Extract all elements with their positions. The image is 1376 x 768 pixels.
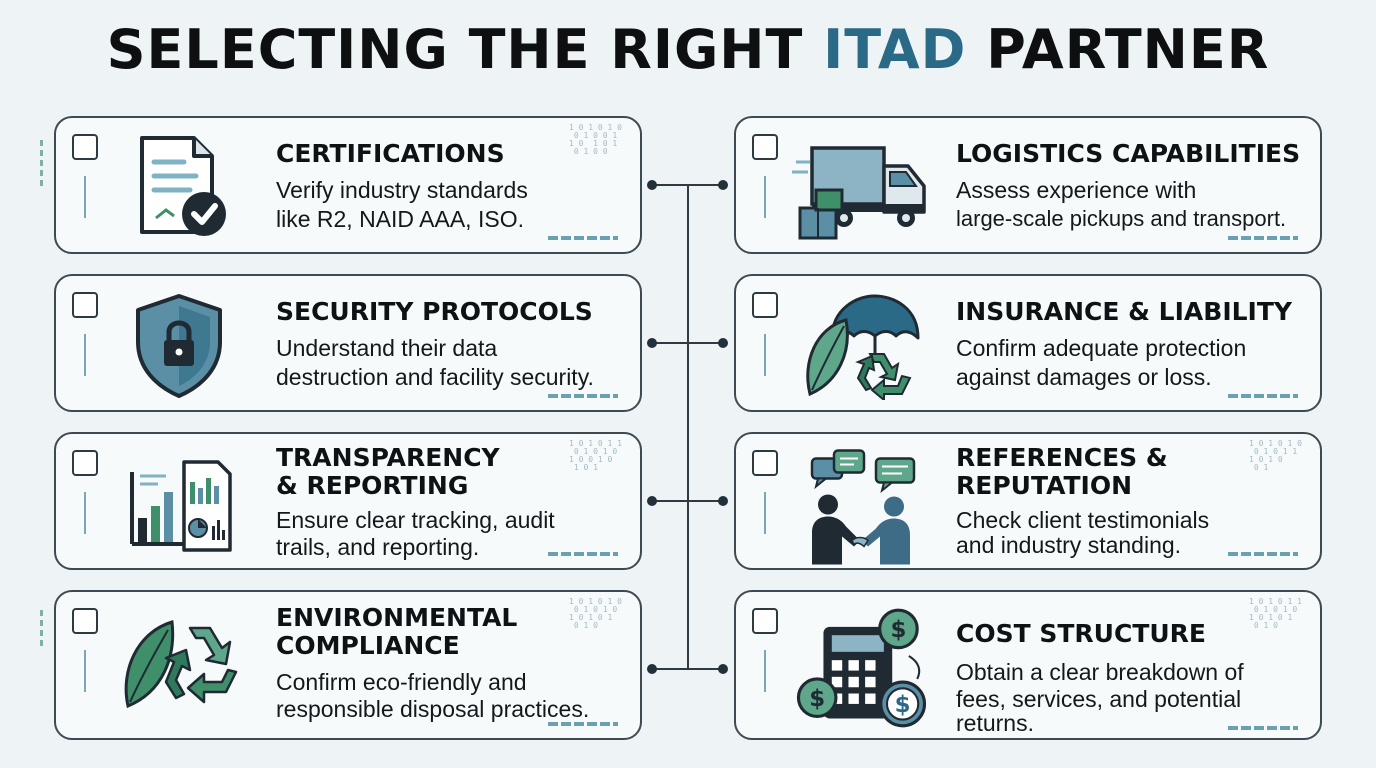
document-check-icon: [140, 136, 226, 236]
card-references-reputation: 1 0 1 0 1 0 0 1 0 1 1 1 0 1 0 0 1 REFERE…: [734, 432, 1322, 570]
dash-decoration: [548, 236, 618, 240]
connector-dot: [718, 664, 728, 674]
connector-h1: [656, 184, 722, 186]
card-accent-bar: [84, 334, 86, 376]
card-title-line2: COMPLIANCE: [276, 631, 460, 660]
binary-decoration: 1 0 1 0 1 1 0 1 0 1 0 1 0 1 0 1 0 1 0: [1249, 597, 1302, 630]
card-accent-bar: [84, 492, 86, 534]
card-accent-bar: [84, 650, 86, 692]
card-title-line2: REPUTATION: [956, 471, 1133, 500]
page-title: SELECTING THE RIGHT ITAD PARTNER: [0, 18, 1376, 81]
connector-dot: [718, 338, 728, 348]
card-desc-line1: Verify industry standards: [276, 177, 528, 203]
card-title-line1: REFERENCES &: [956, 443, 1168, 472]
card-title-line2: & REPORTING: [276, 471, 469, 500]
card-desc-line2: and industry standing.: [956, 532, 1182, 558]
connector-h4: [656, 668, 722, 670]
card-accent-bar: [84, 176, 86, 218]
card-desc-line1: Understand their data: [276, 335, 498, 361]
connector-dot: [647, 180, 657, 190]
card-desc-line2: against damages or loss.: [956, 364, 1212, 390]
svg-text:$: $: [809, 686, 825, 712]
card-desc-line1: Confirm adequate protection: [956, 335, 1247, 361]
card-desc-line1: Ensure clear tracking, audit: [276, 507, 555, 533]
card-security-protocols: SECURITY PROTOCOLS Understand their data…: [54, 274, 642, 412]
umbrella-leaf-icon: [806, 294, 920, 400]
card-desc-line2: destruction and facility security.: [276, 364, 594, 390]
connector-dot: [647, 496, 657, 506]
dash-decoration: [548, 394, 618, 398]
dash-decoration: [548, 552, 618, 556]
card-insurance-liability: INSURANCE & LIABILITY Confirm adequate p…: [734, 274, 1322, 412]
binary-decoration: 1 0 1 0 1 0 0 1 0 0 1 1 0 1 0 1 0 1 0 0: [569, 123, 622, 156]
card-logistics-capabilities: LOGISTICS CAPABILITIES Assess experience…: [734, 116, 1322, 254]
card-title: COST STRUCTURE: [956, 619, 1206, 648]
card-title: LOGISTICS CAPABILITIES: [956, 139, 1301, 168]
card-title: INSURANCE & LIABILITY: [956, 297, 1293, 326]
card-desc-line1: Obtain a clear breakdown of: [956, 659, 1244, 685]
card-certifications: 1 0 1 0 1 0 0 1 0 0 1 1 0 1 0 1 0 1 0 0 …: [54, 116, 642, 254]
card-desc-line1: Confirm eco-friendly and: [276, 669, 527, 695]
checkbox-insurance-liability[interactable]: [752, 292, 778, 318]
card-desc-line2: responsible disposal practices.: [276, 696, 590, 722]
truck-icon: [792, 146, 926, 240]
calculator-coins-icon: $ $ $: [796, 608, 927, 728]
checkbox-security-protocols[interactable]: [72, 292, 98, 318]
card-title-line1: TRANSPARENCY: [276, 443, 500, 472]
dash-decoration: [1228, 394, 1298, 398]
dash-decoration: [1228, 552, 1298, 556]
connector-h3: [656, 500, 722, 502]
svg-text:$: $: [895, 692, 911, 718]
shield-lock-icon: [136, 294, 222, 398]
card-desc-line1: Check client testimonials: [956, 507, 1210, 533]
card-transparency-reporting: 1 0 1 0 1 1 0 1 0 1 0 1 0 0 1 0 1 0 1 TR…: [54, 432, 642, 570]
connector-dot: [718, 496, 728, 506]
dash-decoration: [1228, 726, 1298, 730]
card-title: SECURITY PROTOCOLS: [276, 297, 593, 326]
side-decoration-left-2: [40, 610, 43, 650]
card-desc-line2: trails, and reporting.: [276, 534, 480, 560]
card-title-line1: ENVIRONMENTAL: [276, 603, 518, 632]
card-accent-bar: [764, 334, 766, 376]
connector-dot: [718, 180, 728, 190]
leaf-recycle-icon: [124, 620, 238, 709]
card-cost-structure: 1 0 1 0 1 1 0 1 0 1 0 1 0 1 0 1 0 1 0 $ …: [734, 590, 1322, 740]
checkbox-transparency-reporting[interactable]: [72, 450, 98, 476]
title-text-2: PARTNER: [966, 18, 1270, 81]
binary-decoration: 1 0 1 0 1 0 0 1 0 1 1 1 0 1 0 0 1: [1249, 439, 1302, 472]
svg-text:$: $: [890, 617, 906, 643]
card-accent-bar: [764, 650, 766, 692]
checkbox-certifications[interactable]: [72, 134, 98, 160]
binary-decoration: 1 0 1 0 1 1 0 1 0 1 0 1 0 0 1 0 1 0 1: [569, 439, 622, 472]
card-desc-line2: fees, services, and potential: [956, 686, 1242, 712]
checkbox-logistics-capabilities[interactable]: [752, 134, 778, 160]
card-desc-line2: like R2, NAID AAA, ISO.: [276, 206, 524, 232]
checkbox-references-reputation[interactable]: [752, 450, 778, 476]
checkbox-cost-structure[interactable]: [752, 608, 778, 634]
connector-trunk: [687, 184, 689, 668]
card-accent-bar: [764, 176, 766, 218]
card-title: CERTIFICATIONS: [276, 139, 505, 168]
connector-dot: [647, 338, 657, 348]
card-desc-line2: large-scale pickups and transport.: [956, 206, 1287, 231]
checkbox-environmental-compliance[interactable]: [72, 608, 98, 634]
binary-decoration: 1 0 1 0 1 0 0 1 0 1 0 1 0 1 0 1 0 1 0: [569, 597, 622, 630]
card-desc-line3: returns.: [956, 710, 1034, 736]
connector-h2: [656, 342, 722, 344]
side-decoration-left: [40, 140, 43, 190]
card-desc-line1: Assess experience with: [956, 177, 1197, 203]
dash-decoration: [548, 722, 618, 726]
dash-decoration: [1228, 236, 1298, 240]
report-chart-icon: [130, 460, 232, 552]
card-environmental-compliance: 1 0 1 0 1 0 0 1 0 1 0 1 0 1 0 1 0 1 0 EN…: [54, 590, 642, 740]
title-accent: ITAD: [823, 18, 967, 81]
title-text-1: SELECTING THE RIGHT: [106, 18, 824, 81]
connector-dot: [647, 664, 657, 674]
handshake-icon: [810, 449, 916, 565]
card-accent-bar: [764, 492, 766, 534]
